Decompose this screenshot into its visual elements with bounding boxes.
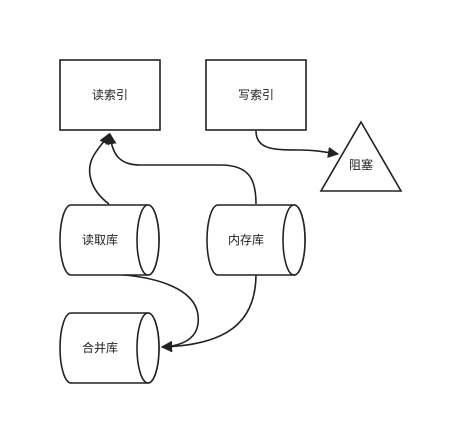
- node-label-read-index: 读索引: [92, 88, 128, 102]
- node-merge-db: 合并库: [59, 312, 160, 384]
- edge-memory-db-to-merge-db: [160, 273, 257, 353]
- node-write-index: 写索引: [205, 59, 307, 131]
- node-label-merge-db: 合并库: [82, 340, 118, 355]
- edge-memory-db-to-read-index: [105, 132, 257, 205]
- node-label-memory-db: 内存库: [228, 232, 264, 247]
- edge-read-db-to-merge-db: [108, 273, 199, 353]
- node-label-blocked: 阻塞: [349, 157, 373, 172]
- node-label-read-db: 读取库: [82, 232, 118, 247]
- node-read-db: 读取库: [59, 204, 160, 276]
- node-blocked: 阻塞: [319, 120, 403, 192]
- node-label-write-index: 写索引: [238, 88, 274, 102]
- edge-read-db-to-read-index: [88, 132, 110, 205]
- node-read-index: 读索引: [59, 59, 161, 131]
- edge-write-index-to-blocked: [255, 130, 340, 159]
- node-memory-db: 内存库: [206, 204, 306, 276]
